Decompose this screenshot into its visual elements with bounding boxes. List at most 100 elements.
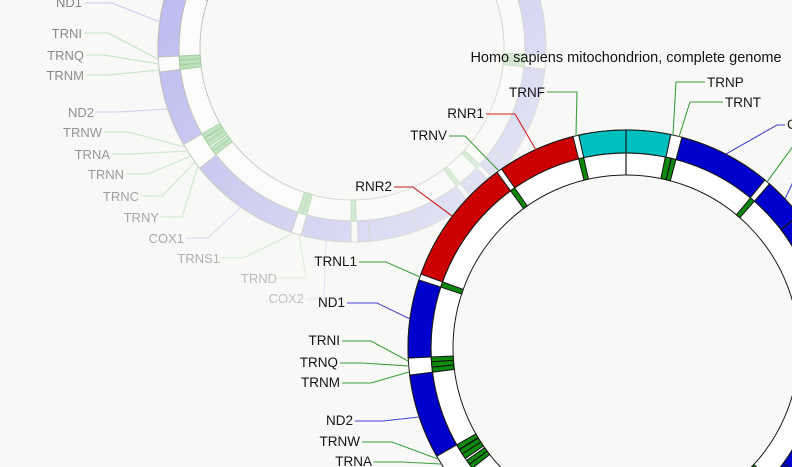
- label-trnd: TRND: [241, 271, 277, 286]
- connector-trnw: [362, 441, 439, 460]
- trna-mark-trnm: [179, 62, 202, 70]
- label-trnn: TRNN: [88, 167, 124, 182]
- label-trnl1: TRNL1: [314, 254, 357, 269]
- connector-trnv: [449, 135, 500, 172]
- label-rnr1: RNR1: [447, 106, 484, 121]
- label-trnw: TRNW: [320, 434, 361, 449]
- connector-nd6: [784, 182, 792, 200]
- trna-mark-trne: [735, 197, 756, 219]
- label-trni: TRNI: [52, 26, 82, 41]
- label-trna: TRNA: [75, 147, 111, 162]
- feature-nd4: [490, 66, 546, 164]
- trna-mark-trns1: [297, 191, 309, 215]
- trna-mark-trnt: [665, 157, 677, 182]
- connector-trni: [84, 32, 159, 60]
- connector-trni: [342, 340, 409, 362]
- label-trnp: TRNP: [707, 75, 744, 90]
- label-trns1: TRNS1: [177, 251, 220, 266]
- label-trnw: TRNW: [63, 125, 103, 140]
- connector-trnq: [86, 54, 160, 65]
- label-trnv: TRNV: [410, 128, 447, 143]
- label-nd2: ND2: [326, 413, 353, 428]
- trna-mark-trny: [212, 137, 233, 156]
- connector-nd1: [347, 302, 411, 320]
- label-trnm: TRNM: [301, 375, 340, 390]
- connector-nd2: [96, 108, 169, 113]
- label-trni: TRNI: [309, 333, 341, 348]
- connector-trnp: [672, 81, 705, 136]
- label-trnm: TRNM: [46, 68, 84, 83]
- trna-mark-trnn: [461, 441, 485, 460]
- ring-backbone: [158, 0, 546, 242]
- label-nd1: ND1: [56, 0, 82, 10]
- label-trnt: TRNT: [725, 95, 761, 110]
- connector-rnr1: [486, 113, 537, 151]
- feature-d-loop: [578, 129, 672, 159]
- main-genome-ring: TRNFRNR1TRNVRNR2TRNL1ND1TRNITRNQTRNMND2T…: [300, 75, 792, 467]
- feature-nd5: [517, 0, 547, 56]
- connector-cytb: [725, 124, 785, 155]
- trna-mark-trng: [443, 166, 461, 187]
- label-trnc: TRNC: [103, 189, 139, 204]
- feature-nd2: [409, 371, 458, 457]
- trna-mark-trnd: [301, 193, 313, 216]
- connector-trna: [112, 150, 189, 155]
- connector-trny: [161, 165, 199, 218]
- trna-mark-trnw: [456, 433, 479, 450]
- trna-mark-trnv: [509, 187, 528, 210]
- connector-cox2: [306, 239, 327, 300]
- connector-trnc: [141, 161, 196, 197]
- trna-mark-trnn: [206, 129, 228, 147]
- label-trnq: TRNQ: [300, 355, 338, 370]
- connector-trnm: [342, 371, 410, 384]
- label-nd2: ND2: [68, 105, 94, 120]
- label-cox1: COX1: [149, 231, 184, 246]
- label-trna: TRNA: [335, 454, 372, 467]
- label-cox2: COX2: [269, 291, 304, 306]
- trna-mark-trnr: [460, 149, 481, 169]
- feature-nd4: [782, 449, 792, 467]
- trna-mark-trna: [458, 437, 482, 455]
- label-rnr2: RNR2: [355, 179, 392, 194]
- connector-trnq: [340, 362, 410, 367]
- label-trny: TRNY: [124, 210, 160, 225]
- connector-cox1: [186, 206, 242, 239]
- connector-trnd: [279, 234, 307, 279]
- feature-atp6: [367, 209, 420, 242]
- ring-backbone: [408, 130, 792, 467]
- feature-rnr2: [420, 171, 512, 283]
- connector-trne: [766, 146, 792, 183]
- feature-cox1: [198, 154, 299, 233]
- plot-title: Homo sapiens mitochondrion, complete gen…: [470, 50, 781, 66]
- trna-mark-trnl1: [440, 281, 464, 295]
- label-nd1: ND1: [318, 295, 345, 310]
- label-trnf: TRNF: [509, 85, 545, 100]
- trna-mark-trnr: [750, 463, 758, 467]
- feature-cox3: [410, 185, 470, 231]
- trna-mark-trnk: [350, 199, 357, 222]
- connector-trnn: [126, 155, 192, 175]
- label-cytb: CYTB: [787, 117, 792, 132]
- feature-nd1: [157, 0, 187, 58]
- connector-trna: [374, 461, 442, 465]
- trna-mark-trnw: [201, 122, 223, 139]
- connector-nd1: [84, 2, 161, 23]
- feature-nd6: [753, 183, 792, 231]
- trna-mark-trnl1: [204, 0, 209, 2]
- trna-mark-trnl2: [503, 52, 526, 59]
- label-trnq: TRNQ: [47, 48, 84, 63]
- connector-trnl1: [359, 261, 421, 278]
- connector-trnf: [547, 91, 578, 137]
- trna-mark-trnp: [660, 156, 672, 181]
- connector-nd2: [355, 416, 420, 422]
- connector-trns1: [222, 232, 295, 259]
- connector-trnt: [678, 101, 723, 138]
- connector-trnm: [86, 69, 160, 76]
- trna-mark-trnf: [578, 157, 590, 181]
- connector-trnw: [104, 131, 186, 148]
- trna-mark-trnm: [431, 364, 455, 373]
- connector-rnr2: [394, 186, 453, 217]
